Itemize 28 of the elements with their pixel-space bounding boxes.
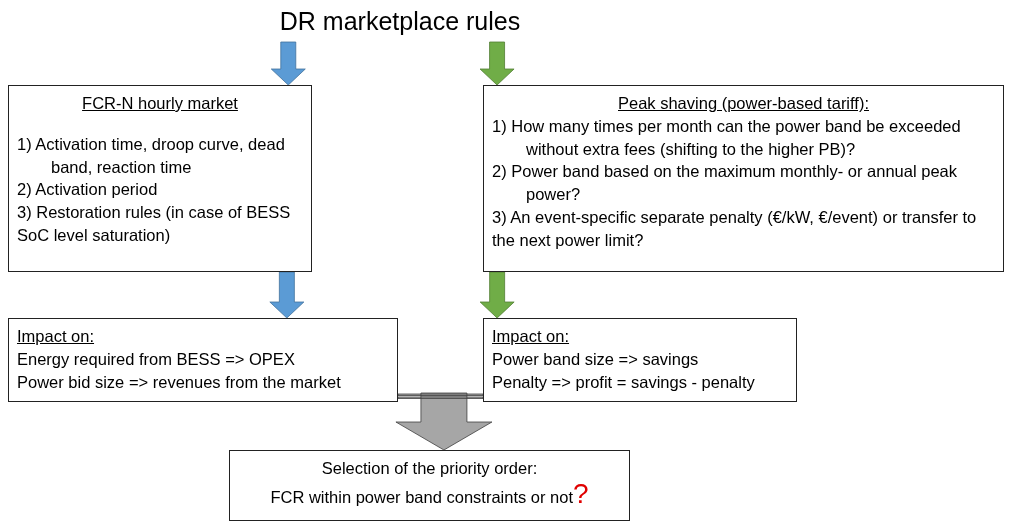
body-text: Penalty => profit = savings - penalty xyxy=(492,371,756,393)
rules-box xyxy=(483,85,1004,272)
block-arrow xyxy=(270,41,306,86)
decision-box xyxy=(229,450,630,521)
list-item: 3) An event-specific separate penalty (€/kW, €/event) or transfer to the next power limit? xyxy=(492,206,978,251)
body-text: Power bid size => revenues from the market xyxy=(17,371,342,393)
list-item: 3) Restoration rules (in case of BESS SoC level saturation) xyxy=(17,202,292,246)
impact-box xyxy=(8,318,398,402)
heading-text: Impact on: xyxy=(492,326,571,347)
heading-text: Selection of the priority order: xyxy=(320,458,539,479)
body-text: Energy required from BESS => OPEX xyxy=(17,348,296,370)
title-text: DR marketplace rules xyxy=(278,6,522,37)
block-arrow xyxy=(269,271,305,319)
block-arrow xyxy=(395,392,493,451)
block-arrow xyxy=(479,271,515,319)
heading-text: Peak shaving (power-based tariff): xyxy=(617,93,870,114)
list-item: 1) Activation time, droop curve, dead band, reaction time xyxy=(17,133,286,178)
heading-text: Impact on: xyxy=(17,326,96,347)
impact-box xyxy=(483,318,797,402)
body-text: Power band size => savings xyxy=(492,348,700,370)
list-item: 2) Activation period xyxy=(17,179,159,201)
list-item: 1) How many times per month can the power band be exceeded without extra fees (shifting to the higher PB)? xyxy=(492,115,962,160)
list-item: 2) Power band based on the maximum monthly- or annual peak power? xyxy=(492,161,958,206)
rules-box xyxy=(8,85,312,272)
body-text: FCR within power band constraints or not xyxy=(270,487,574,506)
heading-text: FCR-N hourly market xyxy=(81,93,239,114)
question-mark: ? xyxy=(573,477,589,509)
block-arrow xyxy=(479,41,515,86)
